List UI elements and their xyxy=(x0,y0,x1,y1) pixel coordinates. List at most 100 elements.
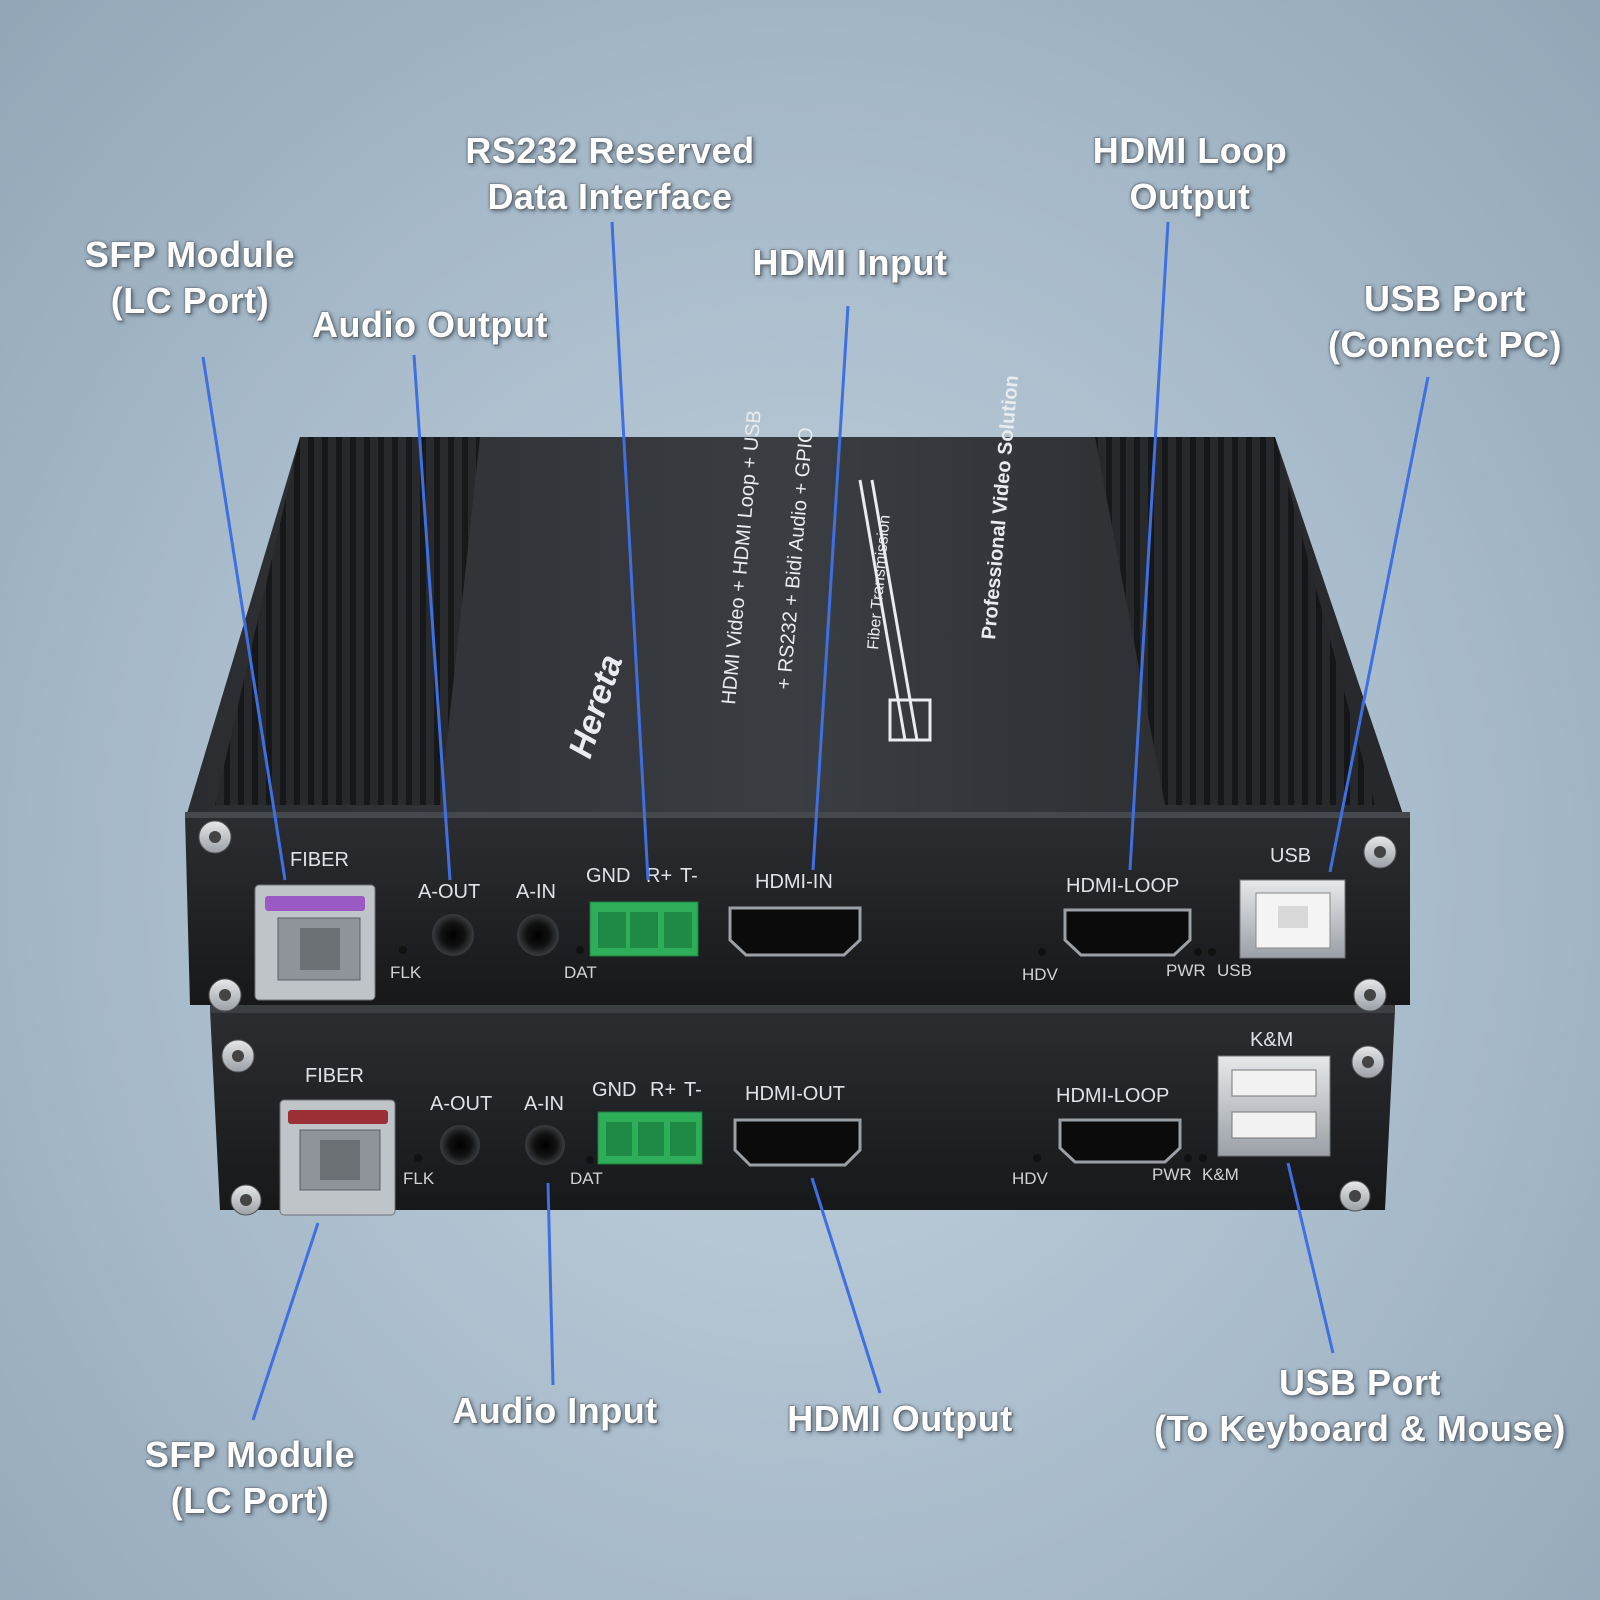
leader-sfp-bottom xyxy=(251,1222,320,1421)
top-label-usb-led: USB xyxy=(1217,961,1252,980)
leader-rs232 xyxy=(610,221,650,881)
bottom-label-pwr: PWR xyxy=(1152,1165,1192,1184)
callout-audio-output: Audio Output xyxy=(290,302,570,348)
flk-led-icon xyxy=(399,946,407,954)
heat-fins-right xyxy=(1095,437,1375,805)
callout-hdmi-input-line: HDMI Input xyxy=(752,242,948,283)
top-usb-b-port xyxy=(1239,879,1346,959)
callout-audio-output-line: Audio Output xyxy=(312,304,548,345)
sfp-latch xyxy=(300,928,340,970)
bottom-label-rplus: R+ xyxy=(650,1079,676,1101)
callout-hdmi-loop-line2: Output xyxy=(1129,176,1251,217)
leader-usb-pc xyxy=(1328,376,1430,873)
callout-audio-input: Audio Input xyxy=(430,1388,680,1434)
top-label-ain: A-IN xyxy=(516,881,556,903)
callout-usb-pc-line1: USB Port xyxy=(1363,278,1526,319)
callout-sfp-top-line1: SFP Module xyxy=(84,234,296,275)
bottom-unit xyxy=(210,1005,1395,1216)
terminal-slot-icon xyxy=(638,1122,664,1156)
sfp-tab-red xyxy=(288,1110,388,1124)
bottom-hdmi-loop-port-icon xyxy=(1058,1118,1182,1164)
top-front-edge xyxy=(185,812,1410,818)
callout-hdmi-input: HDMI Input xyxy=(720,240,980,286)
terminal-slot-icon xyxy=(670,1122,696,1156)
bottom-label-flk: FLK xyxy=(403,1169,435,1188)
top-label-dat: DAT xyxy=(564,963,597,982)
callout-usb-pc: USB Port (Connect PC) xyxy=(1305,276,1585,368)
hdv-led-icon xyxy=(1038,948,1046,956)
heat-fins-left xyxy=(215,437,480,805)
callout-hdmi-output: HDMI Output xyxy=(765,1396,1035,1442)
bottom-aout-jack-icon xyxy=(440,1125,480,1165)
flk-led-icon xyxy=(414,1154,422,1162)
usb-b-tongue xyxy=(1278,906,1308,928)
bottom-label-dat: DAT xyxy=(570,1169,603,1188)
top-label-tminus: T- xyxy=(680,865,698,887)
screw-hex-icon xyxy=(1349,1190,1361,1202)
top-label-rplus: R+ xyxy=(646,865,672,887)
callout-usb-km-line2: (To Keyboard & Mouse) xyxy=(1154,1408,1566,1449)
leader-audio-input xyxy=(546,1182,555,1386)
dat-led-icon xyxy=(586,1156,594,1164)
dat-led-icon xyxy=(576,946,584,954)
bottom-sfp-module xyxy=(279,1099,396,1216)
bottom-label-ain: A-IN xyxy=(524,1093,564,1115)
top-label-flk: FLK xyxy=(390,963,422,982)
top-label-hdmi-in: HDMI-IN xyxy=(755,871,833,893)
top-hdmi-loop-port-icon xyxy=(1063,908,1192,957)
fiber-transmission-graphic xyxy=(858,479,932,742)
top-label-pwr: PWR xyxy=(1166,961,1206,980)
top-label-hdmi-loop: HDMI-LOOP xyxy=(1066,875,1179,897)
callout-sfp-top: SFP Module (LC Port) xyxy=(60,232,320,324)
top-sfp-module xyxy=(254,884,376,1001)
callout-audio-input-line: Audio Input xyxy=(452,1390,658,1431)
top-label-fiber: FIBER xyxy=(290,849,349,871)
fiber-line-icon xyxy=(870,479,919,741)
pwr-led-icon xyxy=(1184,1154,1192,1162)
callout-usb-pc-line2: (Connect PC) xyxy=(1328,324,1562,365)
leader-audio-output xyxy=(412,354,452,881)
top-ain-jack-icon xyxy=(517,914,559,956)
top-unit xyxy=(185,437,1410,1012)
bottom-screws xyxy=(221,1039,1385,1216)
leader-sfp-top xyxy=(201,356,287,881)
top-hdmi-in-port-icon xyxy=(728,906,862,957)
callout-sfp-top-line2: (LC Port) xyxy=(110,280,270,321)
usb-led-icon xyxy=(1208,948,1216,956)
screw-hex-icon xyxy=(1364,989,1376,1001)
bottom-label-hdmi-loop: HDMI-LOOP xyxy=(1056,1085,1169,1107)
leader-hdmi-output xyxy=(810,1177,882,1394)
callout-usb-km-line1: USB Port xyxy=(1278,1362,1441,1403)
top-label-gnd: GND xyxy=(586,865,630,887)
top-aout-jack-icon xyxy=(432,914,474,956)
bottom-label-hdmi-out: HDMI-OUT xyxy=(745,1083,845,1105)
bottom-label-fiber: FIBER xyxy=(305,1065,364,1087)
screw-hex-icon xyxy=(209,831,221,843)
bottom-hdmi-out-port-icon xyxy=(733,1118,862,1167)
pwr-led-icon xyxy=(1194,948,1202,956)
km-led-icon xyxy=(1199,1154,1207,1162)
callout-rs232: RS232 Reserved Data Interface xyxy=(430,128,790,220)
bottom-label-hdv: HDV xyxy=(1012,1169,1049,1188)
top-label-usb: USB xyxy=(1270,845,1311,867)
leader-hdmi-loop xyxy=(1128,221,1170,871)
terminal-slot-icon xyxy=(606,1122,632,1156)
screw-hex-icon xyxy=(232,1050,244,1062)
callout-rs232-line2: Data Interface xyxy=(487,176,733,217)
terminal-slot-icon xyxy=(630,912,658,948)
leader-lines xyxy=(201,221,1430,1421)
bottom-label-km-led: K&M xyxy=(1202,1165,1239,1184)
leader-hdmi-input xyxy=(811,305,850,871)
bottom-ain-jack-icon xyxy=(525,1125,565,1165)
top-screws xyxy=(198,820,1397,1012)
callout-hdmi-loop-line1: HDMI Loop xyxy=(1092,130,1288,171)
bottom-label-gnd: GND xyxy=(592,1079,636,1101)
connector-icon xyxy=(888,698,932,742)
usb-a-port-icon xyxy=(1231,1069,1317,1097)
bottom-top-edge xyxy=(210,1005,1395,1013)
screw-hex-icon xyxy=(1362,1056,1374,1068)
callout-usb-km: USB Port (To Keyboard & Mouse) xyxy=(1130,1360,1590,1452)
fiber-line-icon xyxy=(858,479,907,741)
sfp-latch xyxy=(320,1140,360,1180)
